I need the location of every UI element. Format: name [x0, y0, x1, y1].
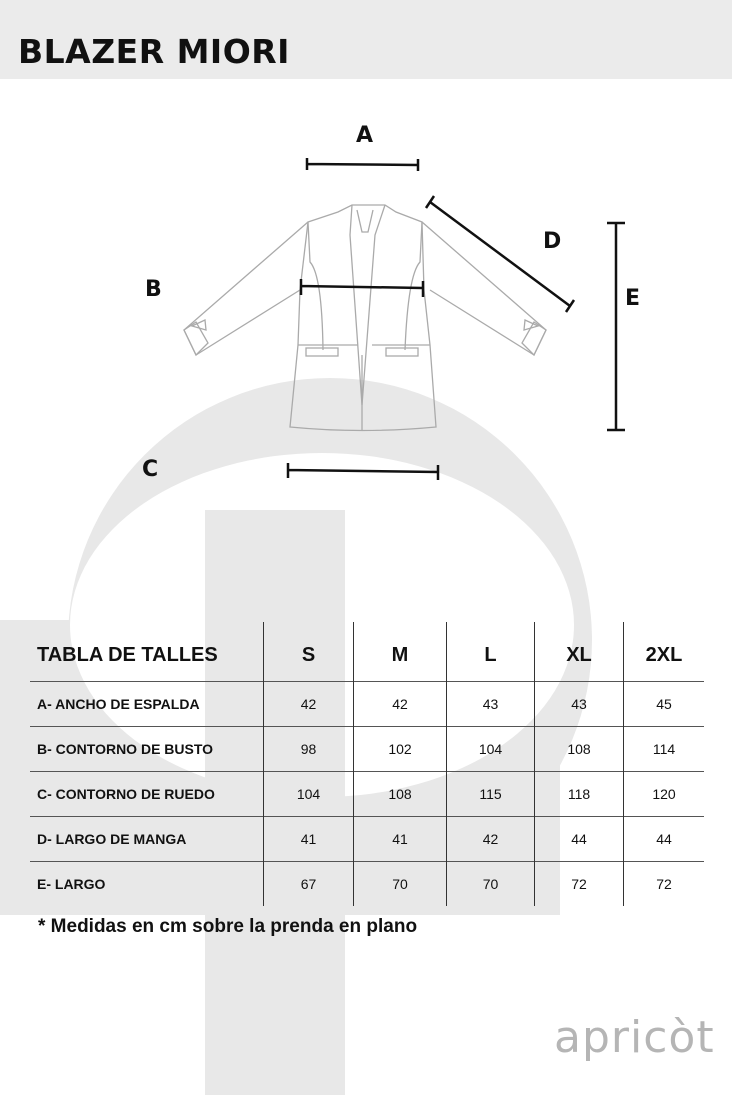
- measurement-value: 41: [263, 816, 354, 862]
- size-header: M: [353, 622, 447, 682]
- measurement-value: 98: [263, 726, 354, 772]
- measurement-value: 45: [623, 681, 704, 727]
- measurement-value: 118: [534, 771, 624, 817]
- label-d: D: [543, 229, 562, 254]
- measurement-value: 115: [446, 771, 535, 817]
- measurement-value: 102: [353, 726, 447, 772]
- measurement-value: 104: [263, 771, 354, 817]
- label-a: A: [356, 123, 374, 148]
- label-b: B: [145, 277, 162, 302]
- measurement-value: 108: [353, 771, 447, 817]
- measurement-label: A- ANCHO DE ESPALDA: [30, 681, 264, 727]
- header-bar: BLAZER MIORI: [0, 0, 732, 79]
- measurement-value: 67: [263, 861, 354, 906]
- measurement-label: E- LARGO: [30, 861, 264, 906]
- brand-logo: apricòt: [554, 1012, 715, 1063]
- measurement-value: 42: [263, 681, 354, 727]
- measurement-value: 104: [446, 726, 535, 772]
- label-e: E: [625, 286, 641, 311]
- size-table: TABLA DE TALLES S M L XL 2XL A- ANCHO DE…: [30, 622, 704, 906]
- size-header: L: [446, 622, 535, 682]
- measurement-value: 41: [353, 816, 447, 862]
- measurement-value: 72: [623, 861, 704, 906]
- measurement-value: 114: [623, 726, 704, 772]
- measurement-value: 42: [353, 681, 447, 727]
- measurement-value: 72: [534, 861, 624, 906]
- size-header: 2XL: [623, 622, 704, 682]
- measurement-value: 43: [534, 681, 624, 727]
- table-title: TABLA DE TALLES: [37, 644, 218, 666]
- page-title: BLAZER MIORI: [18, 32, 290, 71]
- measurement-value: 42: [446, 816, 535, 862]
- measurement-note: * Medidas en cm sobre la prenda en plano: [38, 916, 418, 937]
- measurement-value: 108: [534, 726, 624, 772]
- size-header: XL: [534, 622, 624, 682]
- measurement-value: 44: [534, 816, 624, 862]
- measurement-label: C- CONTORNO DE RUEDO: [30, 771, 264, 817]
- measurement-value: 70: [353, 861, 447, 906]
- table-header-row: TABLA DE TALLES S M L XL 2XL: [30, 622, 704, 682]
- label-c: C: [142, 457, 159, 482]
- size-header: S: [263, 622, 354, 682]
- measurement-value: 43: [446, 681, 535, 727]
- measurement-value: 70: [446, 861, 535, 906]
- measurement-label: D- LARGO DE MANGA: [30, 816, 264, 862]
- measurement-value: 44: [623, 816, 704, 862]
- measurement-value: 120: [623, 771, 704, 817]
- measurement-label: B- CONTORNO DE BUSTO: [30, 726, 264, 772]
